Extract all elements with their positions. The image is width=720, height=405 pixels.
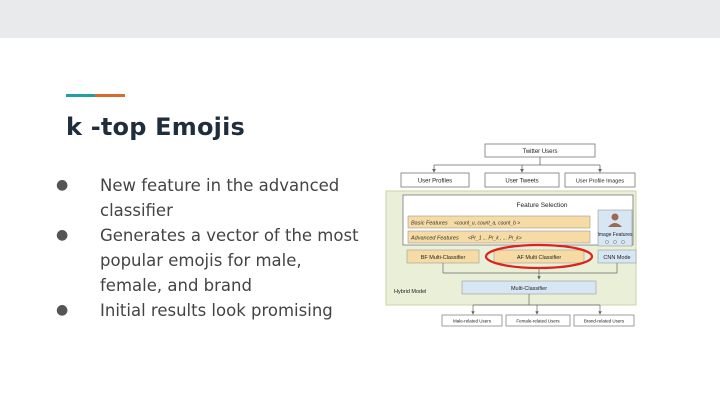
af-multi-classifier-box xyxy=(493,249,585,264)
title-accent-teal xyxy=(66,94,95,97)
brand-related-users-box xyxy=(573,314,635,327)
top-bar xyxy=(0,0,720,38)
bullet-item: ● Generates a vector of the most popular … xyxy=(50,223,360,298)
basic-features-label: Basic Features xyxy=(411,221,448,227)
male-related-users-box xyxy=(441,314,503,327)
image-features-label: Image Features xyxy=(597,232,633,238)
user-profiles-label: User Profiles xyxy=(418,179,452,185)
user-profile-images-box xyxy=(564,172,636,188)
bullet-icon: ● xyxy=(56,227,69,243)
user-tweets-label: User Tweets xyxy=(505,179,538,185)
advanced-features-box xyxy=(407,230,591,244)
bullet-icon: ● xyxy=(56,302,69,318)
twitter-users-label: Twitter Users xyxy=(522,149,557,155)
title-accent-orange xyxy=(95,94,125,97)
bullet-icon: ● xyxy=(56,177,69,193)
female-related-users-box xyxy=(505,314,571,327)
bullet-list: ●New feature in the advanced classifier … xyxy=(50,173,360,323)
bullet-item: ● Initial results look promising xyxy=(50,298,360,323)
user-profile-images-label: User Profile Images xyxy=(576,179,625,185)
bullet-text: Generates a vector of the most popular e… xyxy=(100,226,359,295)
male-related-users-label: Male-related Users xyxy=(453,319,492,324)
cnn-model-label: CNN Mode xyxy=(603,255,630,261)
female-related-users-label: Female-related Users xyxy=(516,319,560,324)
bf-multi-classifier-label: BF Multi-Classifier xyxy=(421,255,466,261)
user-profiles-box xyxy=(400,172,470,188)
bullet-text: New feature in the advanced classifier xyxy=(100,176,340,220)
user-avatar-icon xyxy=(611,213,619,221)
bullet-item: ● New feature in the advanced classifier xyxy=(50,173,360,223)
user-tweets-box xyxy=(484,172,560,188)
multi-classifier-label: Multi-Classifier xyxy=(511,286,547,292)
basic-features-formula: <count_u, count_a, count_b > xyxy=(454,221,520,227)
af-multi-classifier-label: AF Multi Classifier xyxy=(517,255,561,261)
feature-selection-label: Feature Selection xyxy=(517,202,568,209)
bullet-text: Initial results look promising xyxy=(100,301,333,320)
advanced-features-formula: <Pr_1 ... Pr_k , ... Pr_k> xyxy=(468,236,522,242)
brand-related-users-label: Brand-related Users xyxy=(584,319,625,324)
model-diagram: Twitter Users User Profiles User Tweets … xyxy=(382,141,638,331)
hybrid-model-label: Hybrid Model xyxy=(394,289,426,295)
advanced-features-label: Advanced Features xyxy=(410,236,459,242)
basic-features-box xyxy=(407,215,591,229)
slide-title: k -top Emojis xyxy=(66,113,246,141)
